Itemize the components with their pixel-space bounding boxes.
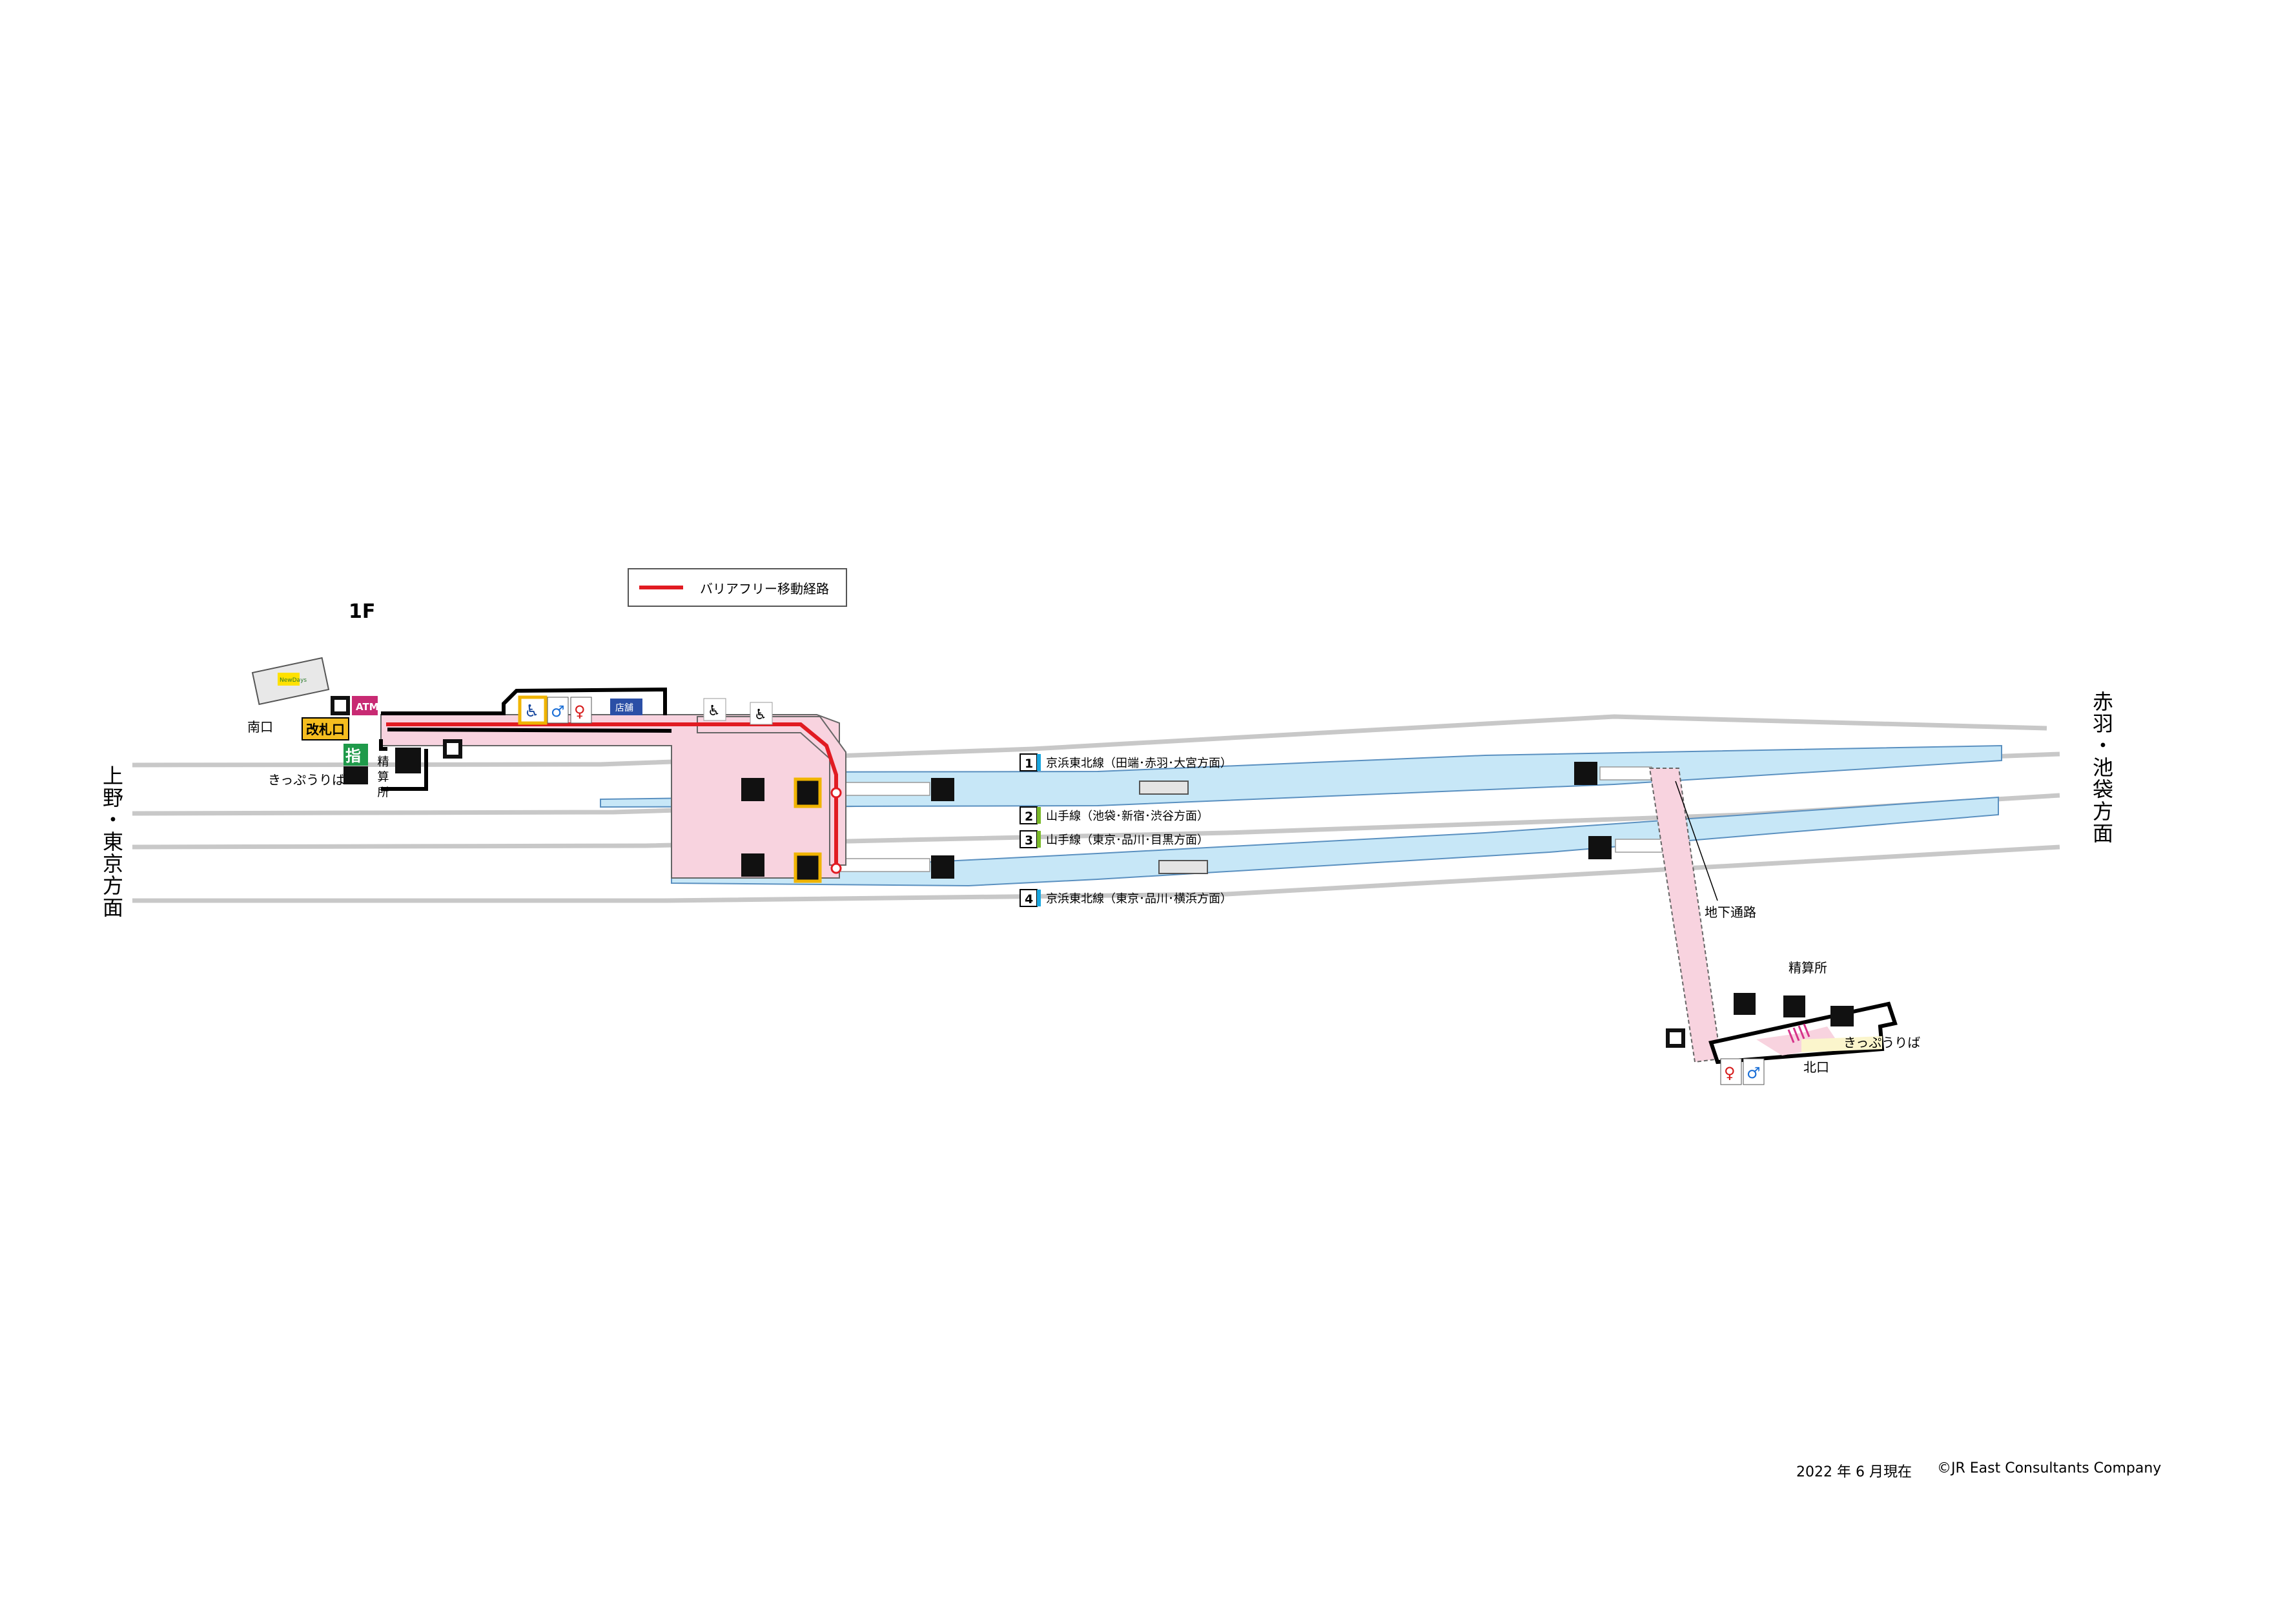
svg-text:山手線（東京･品川･目黒方面）: 山手線（東京･品川･目黒方面） [1046,833,1209,847]
platform-bench-2 [1158,860,1208,874]
platform-2-label: 2 山手線（池袋･新宿･渋谷方面） [1020,806,1209,824]
underground-passage-label: 地下通路 [1705,904,1756,920]
svg-text:♿: ♿ [754,707,767,723]
svg-text:2: 2 [1025,810,1033,824]
concourse [380,714,1722,1063]
platform-labels: 1 京浜東北線（田端･赤羽･大宮方面） 2 山手線（池袋･新宿･渋谷方面） 3 … [1020,753,1232,907]
svg-text:京浜東北線（東京･品川･横浜方面）: 京浜東北線（東京･品川･横浜方面） [1046,892,1232,906]
escalator-icon [741,762,1756,1015]
reserved-ticket-office-icon: 指 [343,744,368,766]
platform-1-label: 1 京浜東北線（田端･赤羽･大宮方面） [1020,753,1232,771]
ticket-sales-label-south: きっぷうりば [268,772,345,788]
south-exit-label: 南口 [247,719,273,735]
ticket-sales-label-north: きっぷうりば [1843,1035,1920,1050]
footer-copyright: ©JR East Consultants Company [1937,1460,2162,1476]
svg-text:店舗: 店舗 [615,703,633,713]
svg-text:♿: ♿ [708,703,721,719]
svg-text:改札口: 改札口 [306,722,345,737]
direction-right: 赤羽・池袋方面 [2089,691,2114,844]
atm-icon: ATM [352,696,379,715]
legend-route-line [639,586,683,589]
ticket-machine-icon [343,766,1854,1026]
svg-text:京浜東北線（田端･赤羽･大宮方面）: 京浜東北線（田端･赤羽･大宮方面） [1046,757,1232,770]
svg-text:♿: ♿ [524,702,539,721]
ticket-gate-sign: 改札口 [302,717,349,740]
svg-text:1: 1 [1025,757,1033,771]
toilet-icons: ♂ ♀ ♀ ♂ [547,697,1765,1085]
shop-sign: 店舗 [610,699,642,715]
platform-4-label: 4 京浜東北線（東京･品川･横浜方面） [1020,889,1232,907]
svg-text:指: 指 [345,747,361,765]
legend: バリアフリー移動経路 [628,568,847,607]
wheelchair-icon: ♿ ♿ ♿ [518,695,773,725]
svg-text:ATM: ATM [356,701,379,713]
floor-label: 1F [349,600,376,623]
svg-text:♀: ♀ [574,702,586,720]
fare-adjust-label-south: 精 算 所 [376,755,389,798]
direction-left: 上野・東京方面 [99,765,124,919]
svg-text:4: 4 [1025,892,1033,906]
platform-3-4 [671,796,1999,887]
icons: ATM 改札口 指 ♿ ♿ ♿ ♂ ♀ [302,695,1854,1085]
underground-passage-route [1648,768,1722,1063]
svg-text:♂: ♂ [1747,1064,1761,1082]
footer-date: 2022 年 6 月現在 [1796,1464,1912,1480]
svg-text:♂: ♂ [551,702,565,720]
barrier-free-route [386,722,838,868]
fare-adjust-label-north: 精算所 [1789,960,1827,975]
north-exit-label: 北口 [1803,1059,1829,1075]
legend-label: バリアフリー移動経路 [700,580,829,597]
platform-bench-1 [1139,781,1189,795]
coin-locker-icon [331,696,1685,1048]
elevator-icon [794,777,822,883]
platform-3-label: 3 山手線（東京･品川･目黒方面） [1020,830,1209,848]
south-station-building [379,687,672,791]
fare-adjustment-icon [395,748,1805,1017]
newdays-label: NewDays [280,677,307,684]
svg-text:山手線（池袋･新宿･渋谷方面）: 山手線（池袋･新宿･渋谷方面） [1046,810,1209,823]
svg-text:3: 3 [1025,833,1033,848]
svg-text:♀: ♀ [1724,1064,1736,1082]
